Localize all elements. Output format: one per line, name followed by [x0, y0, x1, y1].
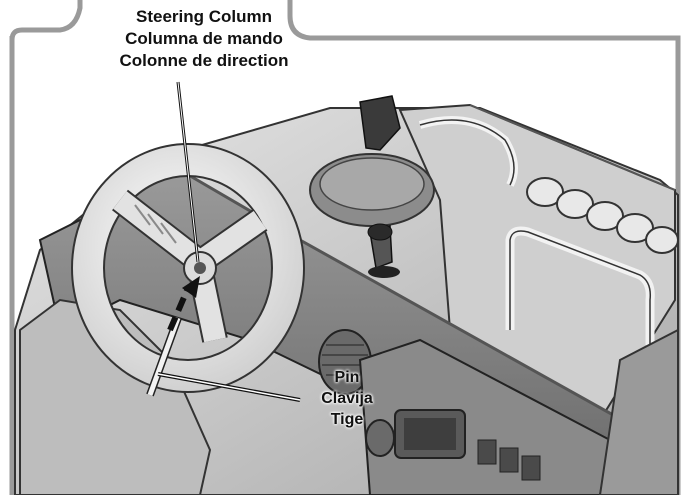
callout-frame: [9, 0, 681, 495]
leader-lines: [157, 81, 301, 402]
label-es: Clavija: [321, 390, 373, 407]
label-fr: Colonne de direction: [119, 51, 289, 70]
steering-column-label: Steering Column Columna de mando Colonne…: [74, 6, 334, 72]
insert-arrow: [167, 276, 200, 332]
pin-label: Pin Clavija Tige: [302, 367, 392, 430]
seat-rolls: [526, 177, 679, 254]
label-fr: Tige: [330, 411, 364, 428]
label-en: Pin: [334, 369, 360, 386]
pin-part: [146, 316, 182, 397]
label-es: Columna de mando: [125, 29, 283, 48]
label-en: Steering Column: [135, 7, 272, 26]
